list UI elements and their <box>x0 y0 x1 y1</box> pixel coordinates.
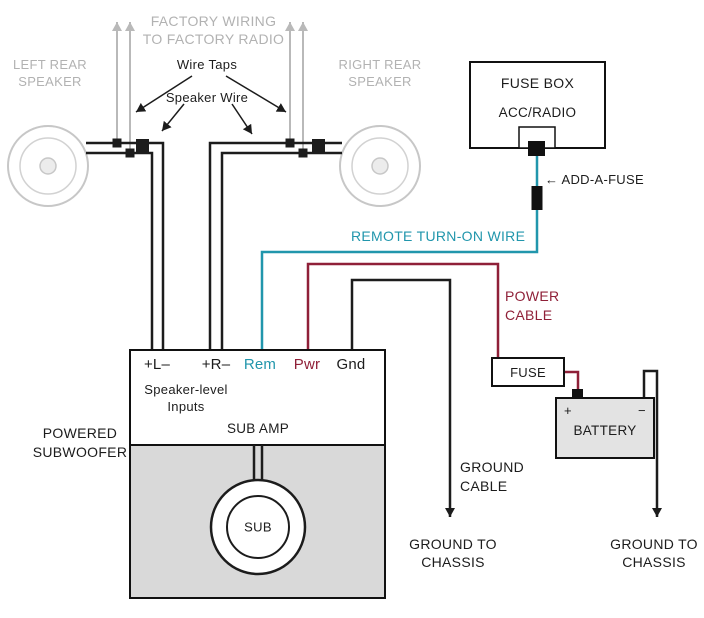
amp-terminal-right-input: +R– <box>201 356 231 373</box>
inline-fuse-outline <box>491 357 565 387</box>
inline-fuse-label: FUSE <box>510 365 546 380</box>
sub-amp-outline <box>129 349 386 446</box>
power-cable-wire <box>306 262 580 397</box>
battery-terminal-connector-icon <box>572 389 583 399</box>
battery-minus-terminal: − <box>638 403 646 418</box>
speaker-wire-label: Speaker Wire <box>165 90 249 105</box>
powered-subwoofer-label: POWERED SUBWOOFER <box>32 425 128 460</box>
ground-cable-label: GROUND CABLE <box>460 459 525 494</box>
power-cable-label: POWER CABLE <box>505 288 560 323</box>
right-rear-speaker-label: RIGHT REAR SPEAKER <box>338 57 422 89</box>
sub-amp-label: SUB AMP <box>226 421 290 436</box>
factory-wiring-label: FACTORY WIRING TO FACTORY RADIO <box>142 13 285 47</box>
subwoofer-driver-icon <box>209 478 307 576</box>
add-a-fuse-icon <box>531 186 543 210</box>
left-rear-speaker-label: LEFT REAR SPEAKER <box>13 57 87 89</box>
ground-cable-wire <box>350 278 455 517</box>
wire-taps-label: Wire Taps <box>176 57 238 72</box>
amp-to-sub-wires <box>252 445 264 482</box>
amp-terminal-left-input: +L– <box>143 356 171 373</box>
amp-terminal-ground: Gnd <box>336 356 366 373</box>
fuse-box-title: FUSE BOX <box>500 75 575 91</box>
battery-label: BATTERY <box>573 423 637 438</box>
fuse-slot-connector-icon <box>528 141 545 156</box>
ground-to-chassis-right-label: GROUND TO CHASSIS <box>610 536 698 570</box>
sub-label: SUB <box>244 519 272 535</box>
battery-ground-wire <box>642 369 662 517</box>
left-rear-speaker-icon <box>7 125 89 207</box>
amp-terminal-power: Pwr <box>293 356 321 373</box>
speaker-level-inputs-label: Speaker-level Inputs <box>144 382 228 414</box>
add-a-fuse-label: ← ADD-A-FUSE <box>545 172 644 187</box>
factory-wiring-arrows <box>112 22 308 150</box>
battery-plus-terminal: + <box>564 403 572 418</box>
fuse-box-circuit-label: ACC/RADIO <box>498 105 577 120</box>
ground-to-chassis-left-label: GROUND TO CHASSIS <box>409 536 497 570</box>
remote-turn-on-wire-label: REMOTE TURN-ON WIRE <box>351 228 526 244</box>
callout-arrows <box>135 75 287 135</box>
amp-terminal-remote: Rem <box>243 356 277 373</box>
right-rear-speaker-icon <box>339 125 421 207</box>
battery-outline <box>555 397 655 459</box>
wire-tap-connectors <box>112 138 325 158</box>
speaker-wires <box>86 141 342 350</box>
